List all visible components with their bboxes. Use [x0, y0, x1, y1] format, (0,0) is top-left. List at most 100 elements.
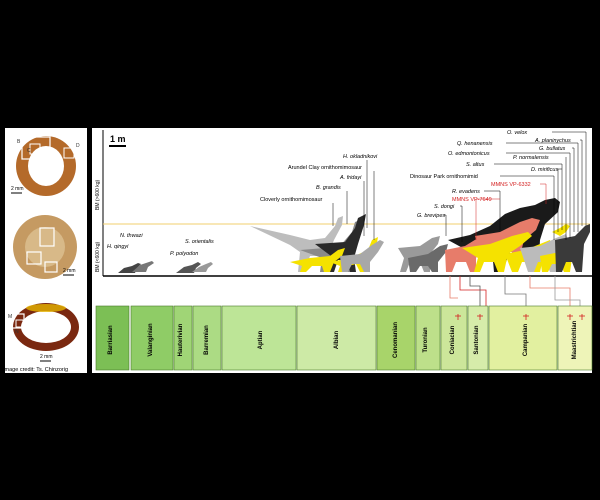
label-mmns6332: MMNS VP-6332 — [491, 182, 531, 188]
silhouette-albian-gray — [340, 240, 384, 272]
label-dmirificus: D. mirificus — [531, 167, 558, 173]
silhouette-sdongi — [408, 244, 448, 272]
marker-campanian — [523, 314, 529, 320]
label-arundel: Arundel Clay ornithomimosaur — [288, 165, 362, 171]
silhouettes-early — [118, 261, 213, 273]
inset-box-n — [15, 319, 24, 328]
marker-n: N — [15, 329, 19, 335]
main-panel: 1 m BM (>600 kg) BM (<600 kg) — [92, 128, 593, 373]
stage-box-aptian — [221, 305, 297, 371]
thin-sections-column: B C D 2 mm 2 mm M — [3, 128, 87, 373]
stage-label-turonian: Turonian — [423, 327, 429, 353]
stage-box-maastrichtian — [557, 305, 593, 371]
medullary-cavity-1 — [28, 146, 64, 186]
silhouette-nthwazi — [132, 261, 154, 272]
leader-dinosaur-park — [500, 175, 555, 240]
stage-label-coniacian: Coniacian — [450, 325, 456, 354]
thin-section-2: 2 mm — [13, 215, 77, 279]
inset-box-b — [21, 136, 51, 160]
connector-maastrichtian-1 — [529, 276, 571, 310]
stage-row: Barriasian Valanginian Hauterivian Barre… — [95, 305, 593, 371]
connector-campanian-red — [459, 276, 487, 310]
stage-label-barriasian: Barriasian — [108, 325, 114, 355]
labels-early: N. thwazi H. qingyi S. orientalis P. pol… — [107, 233, 214, 257]
stage-label-santonian: Santonian — [474, 325, 480, 354]
marker-coniacian — [455, 314, 461, 320]
label-pnormalensis: P. normalensis — [513, 155, 549, 161]
stage-box-santonian — [467, 305, 489, 371]
labels-mid: H. okladnikovi Arundel Clay ornithomimos… — [260, 154, 378, 240]
stage-box-cenomanian — [376, 305, 416, 371]
label-hqingyi: H. qingyi — [107, 244, 129, 250]
orientation-icon-1 — [77, 150, 84, 161]
silhouette-ppolyodon — [192, 262, 213, 272]
inset-box-m — [9, 313, 25, 329]
stage-box-albian — [296, 305, 377, 371]
leader-revadens — [484, 190, 501, 230]
connector-maastrichtian-2 — [554, 276, 581, 310]
marker-c: C — [27, 148, 31, 154]
stage-box-valanginian — [130, 305, 174, 371]
stage-label-cenomanian: Cenomanian — [393, 322, 399, 358]
marker-santonian — [477, 314, 483, 320]
inset-box-2b — [26, 251, 42, 265]
label-ovelox: O. velox — [507, 130, 527, 136]
leader-sdongi — [460, 205, 463, 242]
silhouette-perched-yellow — [552, 224, 570, 236]
label-revadens: R. evadens — [452, 189, 480, 195]
cancellous-core-2 — [25, 227, 65, 267]
stage-box-turonian — [415, 305, 441, 371]
label-cloverly: Cloverly ornithomimosaur — [260, 197, 323, 203]
leader-ovelox — [552, 131, 587, 226]
leader-aplaninychus — [580, 139, 583, 226]
label-dinosaur-park: Dinosaur Park ornithomimid — [410, 174, 478, 180]
leader-oedmontonicus — [506, 152, 571, 238]
stage-label-maastrichtian: Maastrichtian — [572, 320, 578, 359]
stage-label-barremian: Barremian — [204, 325, 210, 355]
stage-box-coniacian — [440, 305, 468, 371]
silhouettes-mid — [250, 214, 384, 272]
inset-box-c — [29, 143, 41, 155]
orientation-icon-3 — [79, 307, 86, 317]
marker-m: M — [8, 314, 12, 320]
stage-connectors — [449, 276, 581, 310]
label-gbrevipes: G. brevipes — [417, 213, 445, 219]
thin-section-2-scale-label: 2 mm — [63, 268, 76, 274]
stage-box-barriasian — [95, 305, 130, 371]
stage-label-aptian: Aptian — [258, 330, 264, 349]
thin-section-3: M N 2 mm — [8, 303, 86, 362]
stage-box-barremian — [192, 305, 222, 371]
stage-label-hauterivian: Hauterivian — [178, 323, 184, 356]
stage-label-valanginian: Valanginian — [148, 323, 154, 357]
label-ppolyodon: P. polyodon — [170, 251, 198, 257]
silhouettes-late — [398, 198, 590, 272]
stage-label-albian: Albian — [334, 331, 340, 350]
label-hokladnikovi: H. okladnikovi — [343, 154, 378, 160]
stage-label-campanian: Campanian — [523, 323, 529, 356]
leader-qhenanensis — [506, 142, 579, 232]
silhouette-yellow-late-1 — [462, 232, 532, 272]
axis-label-lower: BM (<600 kg) — [95, 242, 101, 272]
leader-dmirificus — [557, 168, 562, 232]
silhouette-mmns7649 — [445, 236, 486, 272]
connector-campanian-gray — [504, 276, 527, 310]
label-saltus: S. altus — [466, 162, 485, 168]
label-sdongi: S. dongi — [434, 204, 455, 210]
axis-label-upper: BM (>600 kg) — [95, 180, 101, 210]
label-bgrandis: B. grandis — [316, 185, 341, 191]
scale-bar-label: 1 m — [110, 134, 126, 144]
stage-box-hauterivian — [173, 305, 193, 371]
thin-section-3-scale-label: 2 mm — [40, 354, 53, 360]
medullary-cavity-3 — [21, 311, 71, 343]
label-qhenanensis: Q. henanensis — [457, 141, 493, 147]
label-gbullatus: G. bullatus — [539, 146, 566, 152]
inset-box-d — [63, 147, 75, 159]
marker-maastrichtian-2 — [579, 314, 585, 320]
inset-box-2c — [44, 261, 58, 273]
silhouette-maastrichtian-dark — [555, 224, 590, 272]
outer-cortex-band-3 — [26, 304, 66, 312]
connector-coniacian-1 — [449, 276, 458, 299]
leader-gbullatus — [572, 147, 575, 232]
leader-mmns6332 — [540, 183, 547, 204]
